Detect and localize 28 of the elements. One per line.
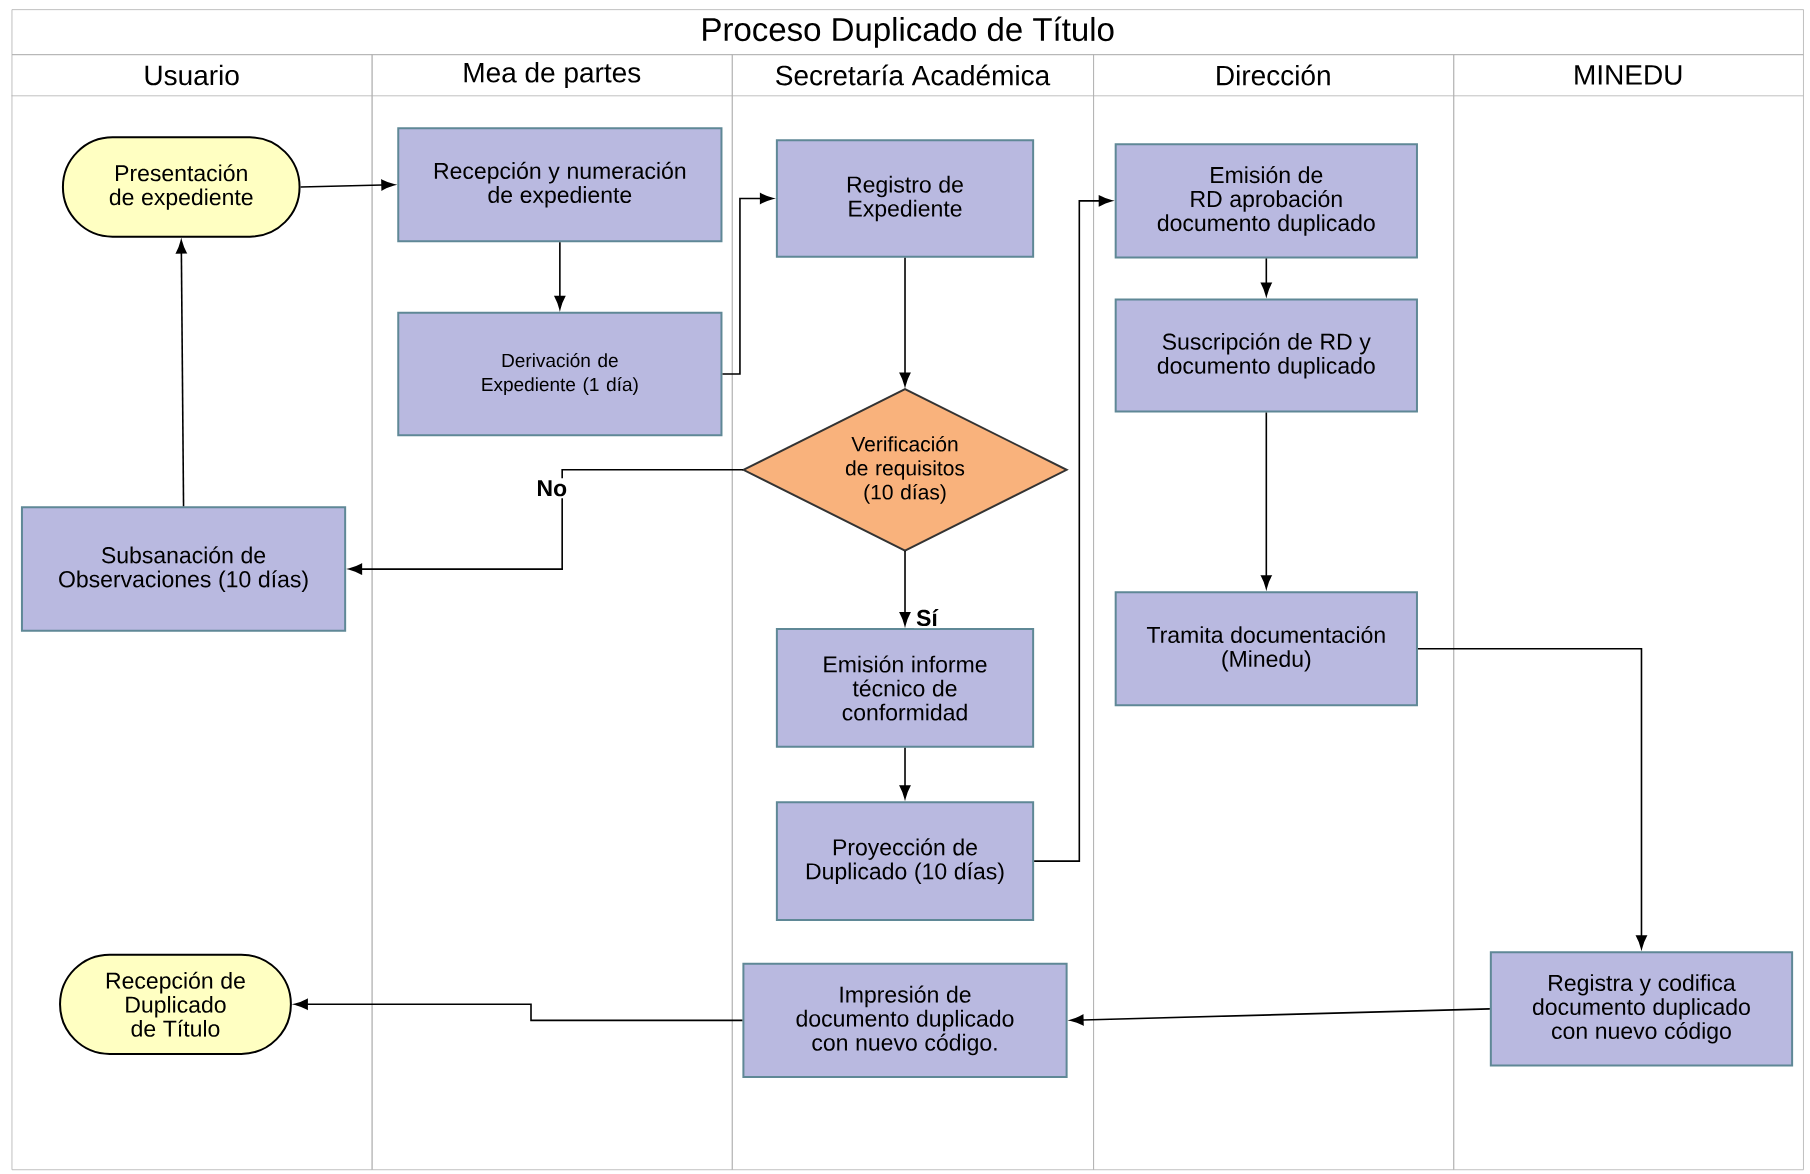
- process-box: Tramita documentación (Minedu): [1114, 591, 1418, 707]
- process-box: Recepción y numeración de expediente: [397, 127, 723, 243]
- arrow: [348, 469, 744, 575]
- process-box: Proyección de Duplicado (10 días): [775, 801, 1035, 922]
- edge-label: Sí: [914, 607, 940, 629]
- process-box: Derivación de Expediente (1 día): [397, 311, 723, 437]
- arrow: [721, 193, 774, 375]
- process-box: Suscripción de RD y documento duplicado: [1114, 298, 1418, 413]
- process-box: Subsanación de Observaciones (10 días): [20, 506, 347, 632]
- title: Proceso Duplicado de Título: [11, 9, 1804, 56]
- arrow: [899, 747, 911, 799]
- edge-label: No: [534, 478, 570, 499]
- arrow: [175, 240, 187, 508]
- process-box: Emisión informe técnico de conformidad: [775, 628, 1035, 748]
- arrow: [299, 179, 395, 191]
- process-box: Impresión de documento duplicado con nuevo código.: [742, 962, 1068, 1078]
- arrow: [899, 550, 911, 626]
- arrow: [1417, 647, 1647, 949]
- arrow: [1260, 257, 1272, 297]
- arrow: [899, 257, 911, 387]
- arrow: [1033, 195, 1113, 862]
- arrow: [1260, 411, 1272, 589]
- arrow: [294, 998, 744, 1022]
- arrow: [554, 241, 566, 310]
- process-box: Registra y codifica documento duplicado con nuevo código: [1489, 951, 1794, 1067]
- process-box: Registro de Expediente: [775, 139, 1035, 258]
- process-box: Emisión de RD aprobación documento duplicado: [1114, 143, 1418, 259]
- arrow: [1070, 1008, 1491, 1026]
